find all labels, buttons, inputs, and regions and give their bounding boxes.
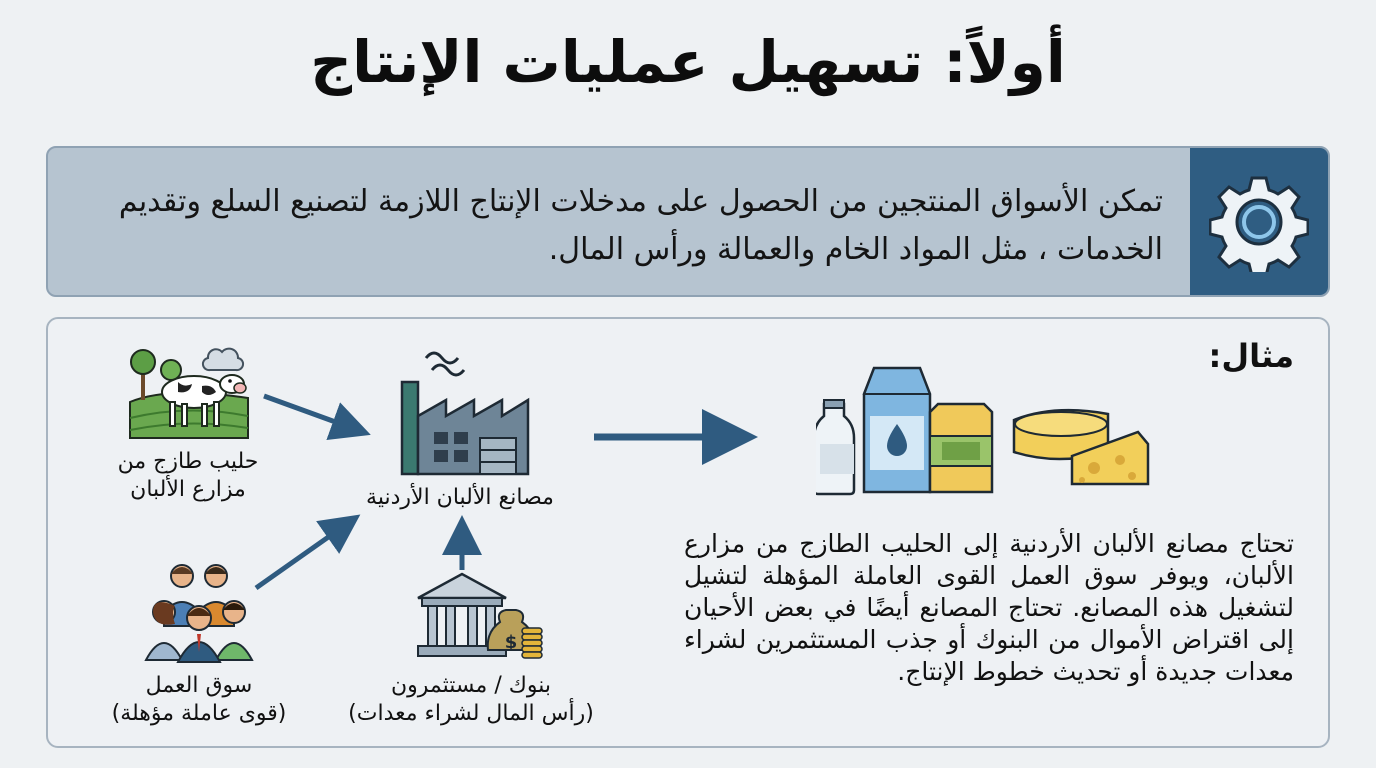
banks-label: بنوك / مستثمرون (رأس المال لشراء معدات) (348, 673, 594, 726)
intro-icon-panel (1190, 148, 1328, 295)
cow-farm-icon (129, 347, 249, 439)
dairy-products-icon (816, 366, 1150, 496)
arrow-labor-to-factory (254, 514, 361, 591)
svg-text:$: $ (505, 632, 518, 653)
intro-text: تمكن الأسواق المنتجين من الحصول على مدخل… (118, 184, 1163, 267)
bank-icon: $ (417, 572, 543, 659)
factory-icon (400, 351, 530, 476)
page-title: أولاً: تسهيل عمليات الإنتاج (310, 28, 1066, 96)
example-box (46, 317, 1330, 748)
gear-icon (1209, 176, 1309, 272)
intro-box: تمكن الأسواق المنتجين من الحصول على مدخل… (46, 146, 1330, 297)
workers-icon (144, 564, 254, 663)
example-heading: مثال: (1208, 337, 1294, 375)
factory-label: مصانع الألبان الأردنية (366, 485, 554, 510)
dairy-farms-label: حليب طازج من مزارع الألبان (117, 449, 259, 502)
arrow-farm-to-factory (263, 393, 371, 440)
example-description: تحتاج مصانع الألبان الأردنية إلى الحليب … (684, 529, 1294, 686)
labor-market-label: سوق العمل (قوى عاملة مؤهلة) (111, 673, 287, 726)
